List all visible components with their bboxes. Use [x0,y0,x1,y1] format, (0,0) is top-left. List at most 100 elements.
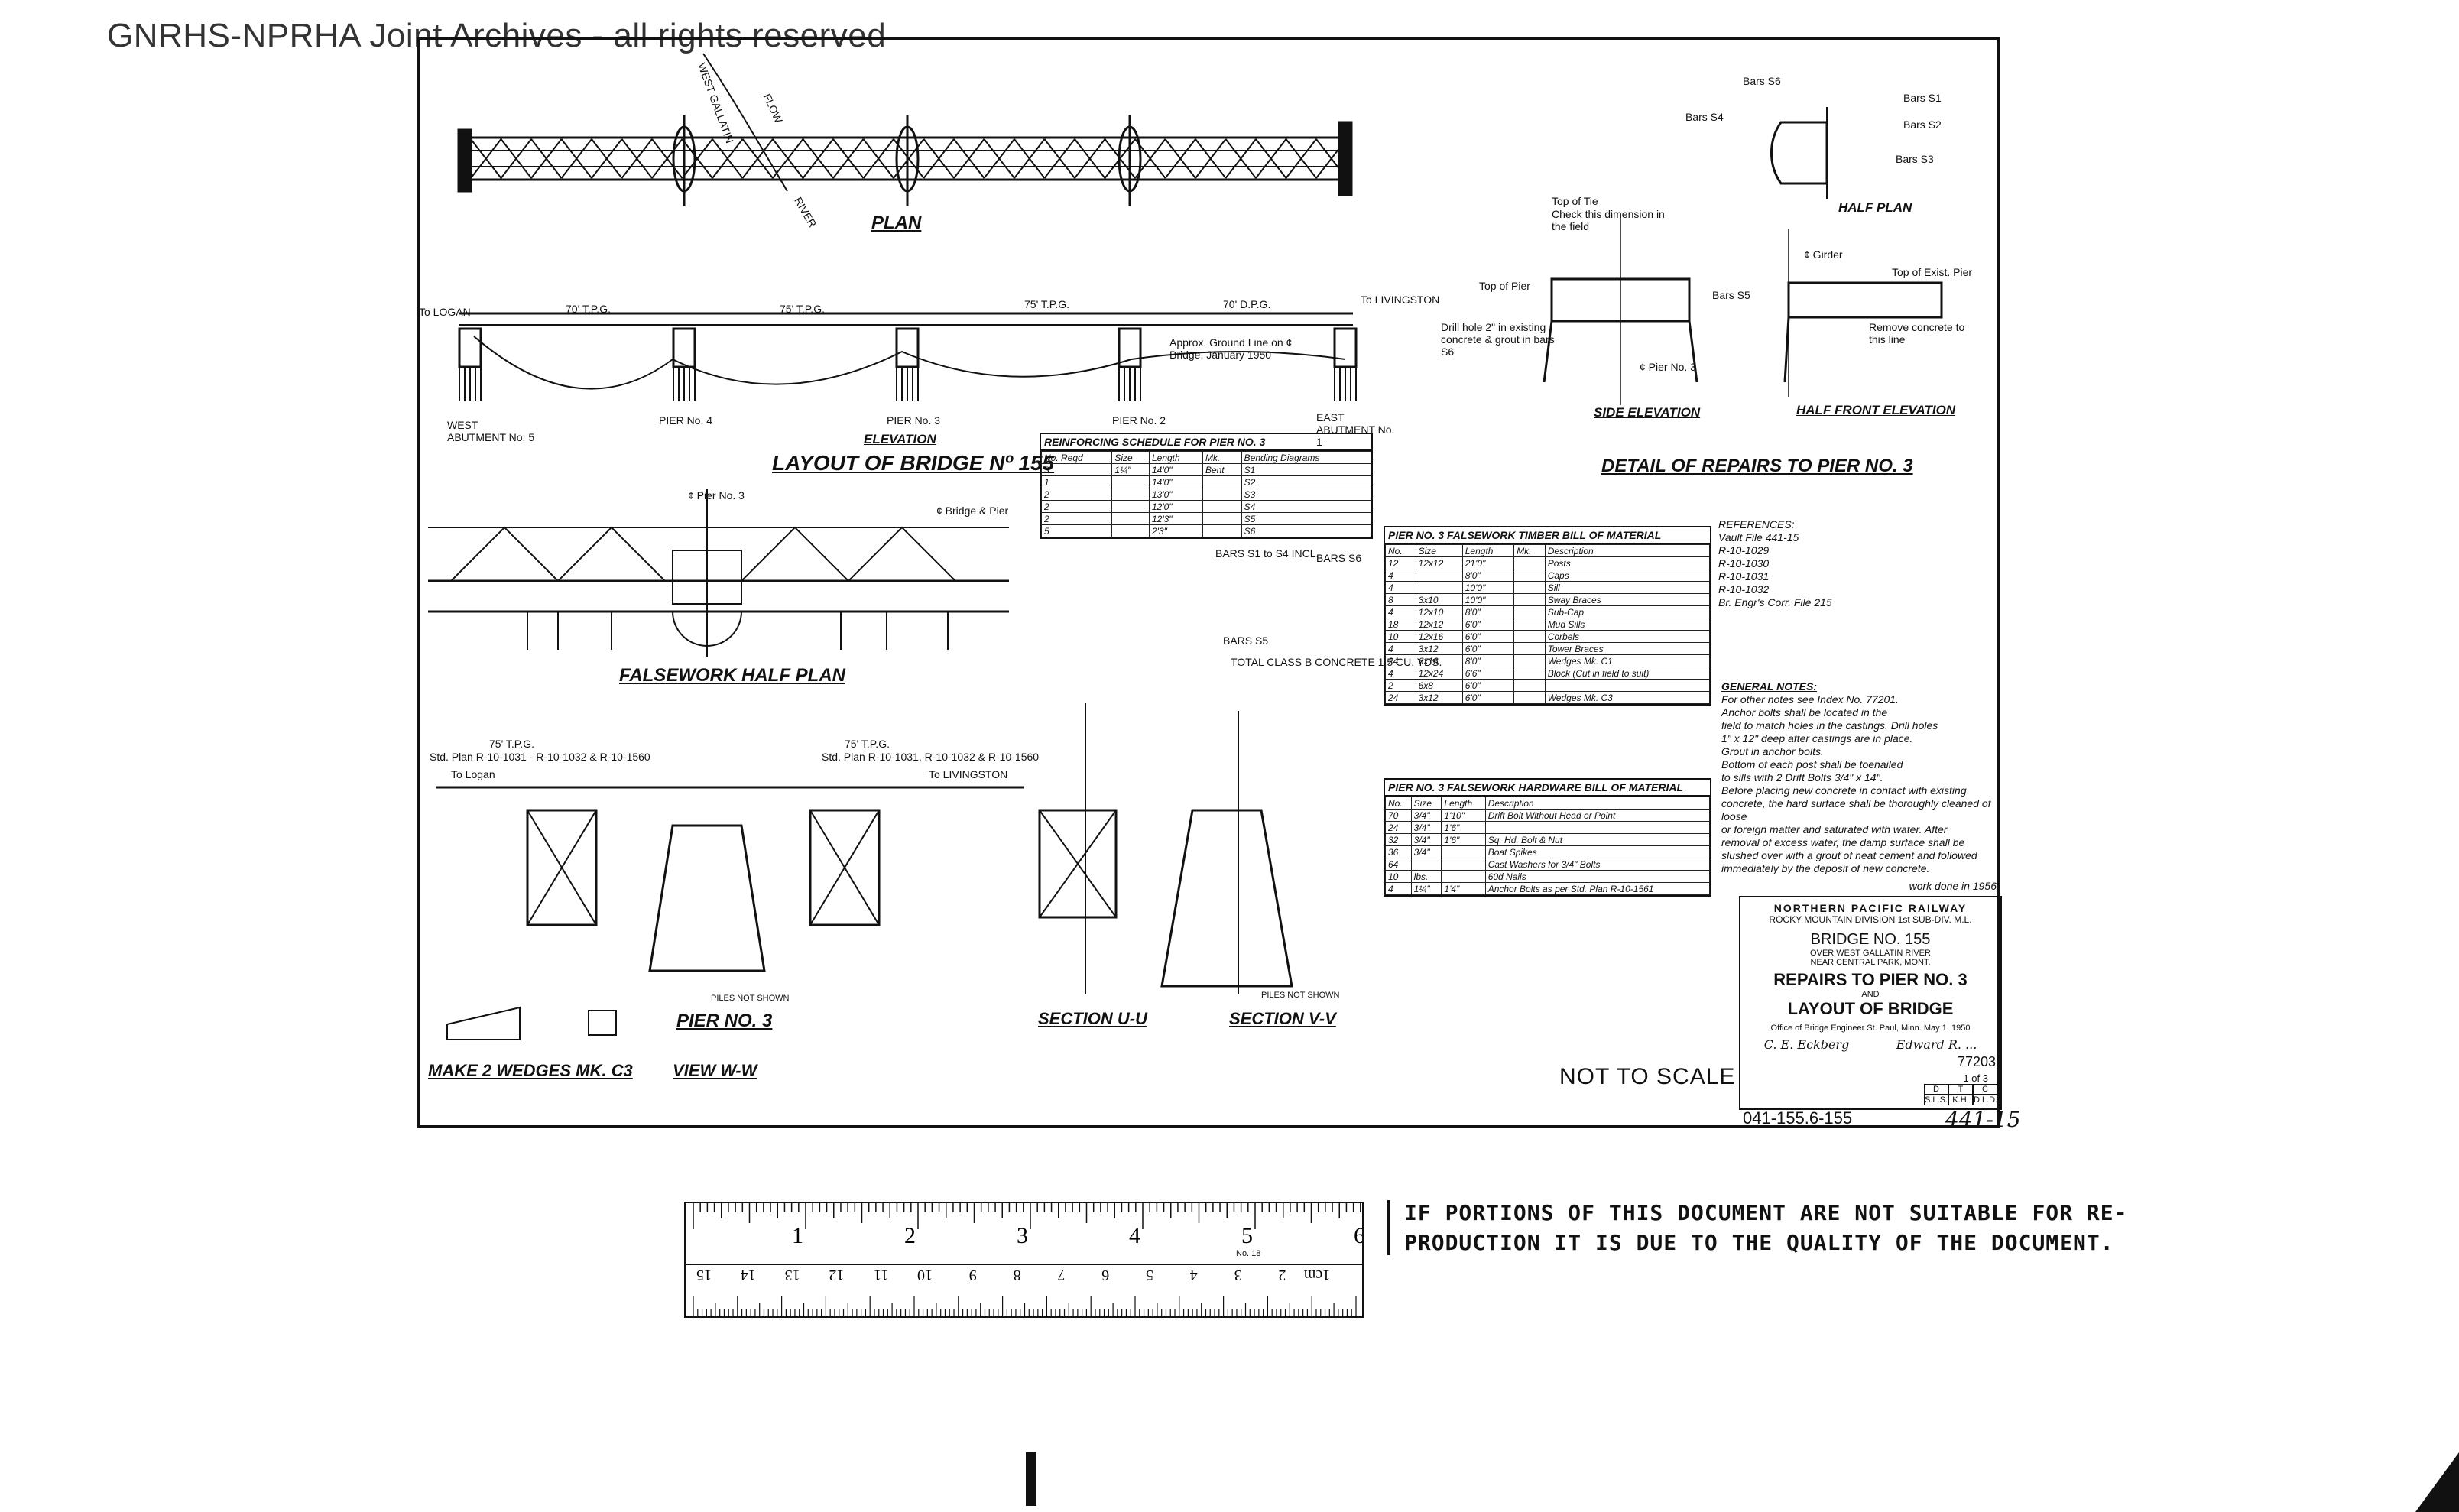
tb-code: S.L.S. [1924,1095,1948,1105]
table-cell: Corbels [1544,630,1711,643]
reference-line: Vault File 441-15 [1718,531,1799,543]
reinf-note-bars-s1: BARS S1 to S4 INCL. [1215,547,1319,560]
detail-note-pier3: ¢ Pier No. 3 [1640,361,1696,373]
detail-note-top-pier: Top of Pier [1479,280,1530,292]
table-cell [1544,679,1711,692]
table-cell: 4 [1385,882,1412,895]
table-cell: 1'6" [1441,833,1486,846]
general-note-line: Grout in anchor bolts. [1721,745,1824,758]
table-cell [1441,870,1486,883]
table-cell: 1'4" [1441,882,1486,895]
table-cell: 3 [1040,463,1113,476]
detail-half-plan [1770,107,1828,199]
table-cell: Sq. Hd. Bolt & Nut [1484,833,1711,846]
table-cell: Posts [1544,556,1711,569]
table-cell [1513,593,1546,606]
tb-and: AND [1861,990,1880,999]
table-cell: 3/4" [1410,809,1442,822]
table-cell: 10'0" [1461,593,1515,606]
table-cell: 8 [1385,593,1416,606]
tb-drawing-no: 77203 [1957,1054,1996,1069]
table-cell [1202,500,1242,513]
table-cell: 36 [1385,845,1412,858]
ruler-cm-label: 12 [829,1267,844,1283]
table-cell: S1 [1241,463,1372,476]
ruler-cm-label: 10 [917,1267,933,1283]
ruler-inch-label: 2 [904,1223,916,1248]
ruler-inch-label: 3 [1017,1223,1028,1248]
general-note-line: Before placing new concrete in contact w… [1721,784,1967,797]
ruler-cm-label: 8 [1014,1267,1021,1283]
ruler-inch-label: 1 [792,1223,803,1248]
general-note-line: immediately by the deposit of new concre… [1721,862,1930,874]
table-cell: 3x12 [1415,642,1463,655]
hardware_bill-col-0: No. [1385,797,1412,810]
table-cell [1111,500,1150,513]
plan-title: PLAN [871,213,922,233]
table-cell [1513,679,1546,692]
general-note-line: For other notes see Index No. 77201. [1721,693,1899,706]
pier3-std-plan-right: Std. Plan R-10-1031, R-10-1032 & R-10-15… [822,751,1040,763]
ground-line-note: Approx. Ground Line on ¢ Bridge, January… [1169,336,1293,361]
pier3-span-right: 75' T.P.G. [845,738,890,750]
pier-label-west-abutment: WEST ABUTMENT No. 5 [447,419,535,443]
registration-mark [1026,1452,1036,1506]
pier-label-2: PIER No. 2 [1112,414,1166,427]
ruler-cm-label: 7 [1057,1267,1065,1283]
table-cell: 3/4" [1410,845,1442,858]
work-done-note: work done in 1956 [1909,880,1997,892]
table-cell: 8'0" [1461,654,1515,667]
quality-stamp-line1: IF PORTIONS OF THIS DOCUMENT ARE NOT SUI… [1404,1200,2128,1225]
table-cell [1513,556,1546,569]
table-cell: 3/4" [1410,833,1442,846]
table-cell: Mud Sills [1544,618,1711,631]
falsework-pier-label: ¢ Pier No. 3 [688,489,745,501]
table-cell [1202,488,1242,501]
general-note-line: Anchor bolts shall be located in the [1721,706,1888,719]
table-cell: Sub-Cap [1544,605,1711,618]
table-cell: 24 [1385,654,1416,667]
table-cell [1111,475,1150,488]
detail-note-girder: ¢ Girder [1804,248,1843,261]
quality-stamp-line2: PRODUCTION IT IS DUE TO THE QUALITY OF T… [1404,1230,2114,1255]
table-cell [1513,654,1546,667]
table-cell: 12'0" [1148,500,1203,513]
ruler-cm-label: 2 [1278,1267,1286,1283]
table-cell: 6'0" [1461,618,1515,631]
ruler-inch-label: 4 [1129,1223,1140,1248]
table-cell: 12x16 [1415,630,1463,643]
detail-bar-s1: Bars S1 [1903,92,1942,104]
ruler-cm-label: 5 [1146,1267,1153,1283]
table-cell: 2'3" [1148,524,1203,537]
table-cell: 6'6" [1461,667,1515,680]
general-note-line: field to match holes in the castings. Dr… [1721,719,1938,732]
table-cell: 4 [1385,581,1416,594]
detail-side-elevation [1543,214,1698,405]
table-cell: 18 [1385,618,1416,631]
table-cell: 6'0" [1461,642,1515,655]
tb-code: C [1973,1084,1997,1095]
table-cell: 1¼" [1410,882,1442,895]
hardware_bill-col-2: Length [1441,797,1486,810]
general-note-line: or foreign matter and saturated with wat… [1721,823,1948,835]
ruler-cm-label: 6 [1101,1267,1109,1283]
reinforcing-col-1: Size [1111,451,1150,464]
section-vv-title: SECTION V-V [1229,1009,1336,1028]
timber_bill-col-4: Description [1544,544,1711,557]
general-note-line: to sills with 2 Drift Bolts 3/4" x 14". [1721,771,1883,784]
table-cell [1513,630,1546,643]
table-cell [1111,512,1150,525]
span-4: 70' D.P.G. [1223,298,1271,310]
table-cell [1513,691,1546,704]
ruler-model: No. 18 [1236,1249,1261,1258]
reinforcing-schedule-title: REINFORCING SCHEDULE FOR PIER NO. 3 [1041,434,1371,451]
detail-title: DETAIL OF REPAIRS TO PIER NO. 3 [1601,456,1913,476]
table-cell [1202,475,1242,488]
tb-office: Office of Bridge Engineer St. Paul, Minn… [1770,1024,1971,1033]
